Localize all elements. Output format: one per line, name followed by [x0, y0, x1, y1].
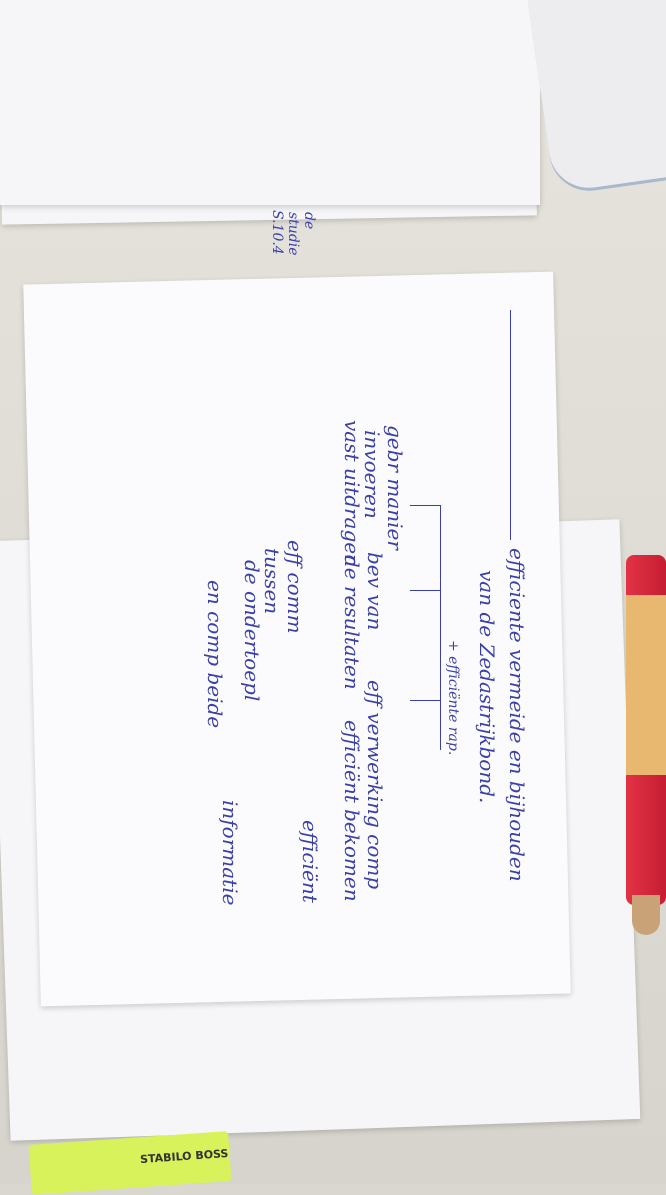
note-mid-col-2: de resultaten	[340, 555, 364, 690]
pen-tip	[632, 895, 660, 935]
note-bottom-1: eff comm	[283, 540, 307, 634]
note-bottom-4: en comp beide	[203, 580, 227, 729]
tick-line	[410, 505, 440, 506]
note-bottom-3: de ondertoepl	[240, 560, 264, 702]
note-left-col-1: gebr manier	[383, 425, 407, 550]
tick-line	[410, 590, 440, 591]
note-right-col-2: efficiënt bekomen	[340, 720, 364, 902]
red-pen	[626, 555, 666, 935]
note-bottom-5: efficiënt	[298, 820, 322, 903]
main-branch-line	[440, 505, 441, 750]
tick-line	[410, 700, 440, 701]
note-branch-top: + efficiënte rap.	[445, 640, 461, 756]
note-mid-col-1: bev van	[363, 552, 387, 631]
note-title-line2: van de Zedastrijkbond.	[475, 570, 499, 804]
note-bottom-2: tussen	[260, 548, 284, 615]
stem-line	[510, 310, 511, 540]
top-paper-sheet	[0, 0, 540, 205]
note-right-col-1: eff verwerking comp	[363, 680, 387, 890]
pen-band	[626, 595, 666, 775]
side-note-2: studie	[285, 212, 301, 256]
note-left-col-3: vast uitdragen	[340, 420, 364, 568]
note-left-col-2: invoeren	[360, 430, 384, 519]
note-title-line1: efficiente vermeide en bijhouden	[505, 548, 529, 882]
note-bottom-6: informatie	[218, 800, 242, 906]
side-note-1: de	[301, 212, 317, 230]
side-note-3: S.10.4	[269, 210, 285, 255]
